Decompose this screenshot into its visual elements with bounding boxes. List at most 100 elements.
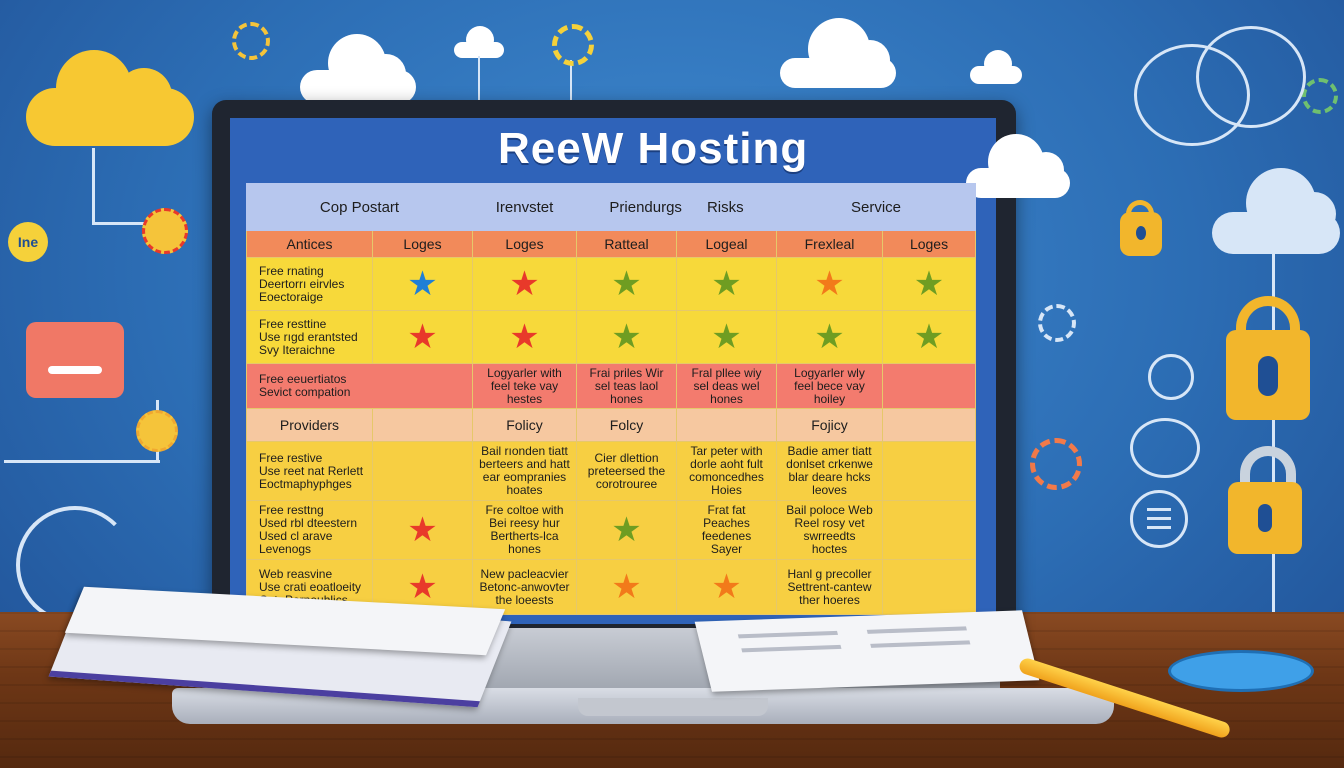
table-cell [882,441,977,501]
minus-icon [48,366,102,374]
rating-cell: ★ [372,310,473,364]
column-header: Priendurgs Risks [575,183,778,231]
document-icon [694,610,1040,692]
comparison-table: Cop Postart Irenvstet Priendurgs Risks S… [246,183,977,615]
table-cell [372,441,473,501]
green-star-icon: ★ [711,318,742,356]
minus-card-icon [26,322,124,398]
list-icon [1130,490,1188,548]
table-cell [882,559,977,615]
table-cell [882,408,977,442]
lock-icon [1226,330,1310,420]
green-star-icon: ★ [611,318,642,356]
gear-icon [1038,304,1076,342]
badge-icon: Ine [8,222,48,262]
lock-icon [1120,212,1162,256]
rating-cell: ★ [675,257,778,311]
orange-star-icon: ★ [611,568,642,606]
lock-icon [1228,482,1302,554]
green-star-icon: ★ [711,265,742,303]
subheader-cell: Loges [472,230,577,258]
subheader-cell: Loges [882,230,977,258]
lock-shackle [1240,446,1296,486]
gear-icon [552,24,594,66]
green-star-icon: ★ [913,265,945,303]
red-star-icon: ★ [509,265,540,303]
subheader-row: Antices Loges Loges Ratteal Logeal Frexl… [246,230,977,258]
green-star-icon: ★ [814,318,845,356]
column-header: Cop Postart [246,183,473,231]
coaster-icon [1168,650,1314,692]
connector-line [478,56,480,102]
gear-icon [1302,78,1338,114]
rating-cell: ★ [372,257,473,311]
connector-line [92,148,95,224]
header-row: Cop Postart Irenvstet Priendurgs Risks S… [246,183,977,231]
green-star-icon: ★ [611,265,642,303]
red-star-icon: ★ [407,511,438,549]
rating-cell: ★ [576,310,677,364]
rating-cell: ★ [576,257,677,311]
table-cell [372,408,473,442]
table-cell [882,363,977,409]
blue-star-icon: ★ [407,265,438,303]
rating-cell: ★ [576,559,677,615]
rating-cell: ★ [372,500,473,560]
subheader-cell: Antices [246,230,373,258]
chat-bubble-icon [1196,26,1306,128]
globe-icon [1148,354,1194,400]
column-header: Irenvstet [472,183,577,231]
connector-line [4,460,160,463]
table-cell [882,500,977,560]
cloud-icon [966,134,1070,198]
orange-star-icon: ★ [711,568,742,606]
subheader-cell: Loges [372,230,473,258]
table-cell: Folicy [472,408,577,442]
rating-cell: ★ [882,257,977,311]
column-header: Service [776,183,977,231]
rating-cell: ★ [675,559,778,615]
red-star-icon: ★ [509,318,540,356]
rating-cell: ★ [472,257,577,311]
atom-icon [1130,418,1200,478]
connector-line [570,60,572,102]
cloud-icon [454,26,504,58]
green-star-icon: ★ [913,318,945,356]
cloud-icon [26,50,194,146]
rating-cell: ★ [776,257,884,311]
lock-shackle [1126,200,1154,219]
connector-line [92,222,148,225]
lock-shackle [1236,296,1300,342]
table-cell [675,408,778,442]
page-title: ReeW Hosting [498,124,809,173]
gear-icon [232,22,270,60]
subheader-cell: Logeal [675,230,778,258]
laptop-trackpad [578,698,768,716]
gear-icon [136,410,178,452]
red-star-icon: ★ [407,568,438,606]
cloud-icon [300,34,416,104]
table-cell: Fojicy [776,408,884,442]
connector-line [1272,254,1275,614]
red-star-icon: ★ [407,318,438,356]
